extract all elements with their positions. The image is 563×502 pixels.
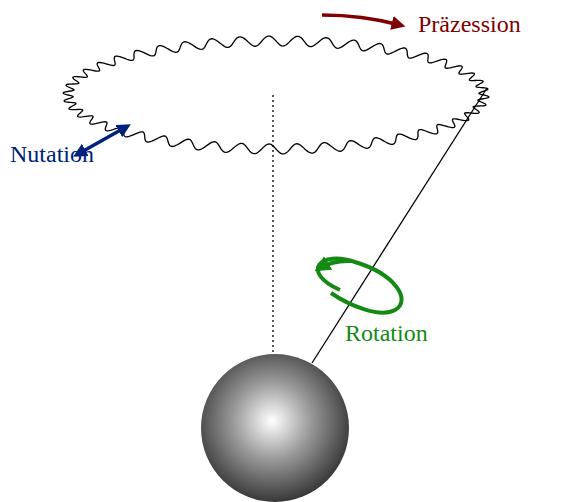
precession-arrow — [322, 15, 400, 25]
rotation-label: Rotation — [345, 321, 428, 345]
nutation-path — [63, 36, 489, 154]
rotation-arrow — [320, 261, 352, 268]
precession-label: Präzession — [418, 12, 521, 36]
rotation-arc — [318, 259, 402, 313]
sphere — [201, 354, 349, 502]
nutation-label: Nutation — [10, 142, 94, 166]
spin-axis — [312, 88, 487, 363]
vertical-axis — [272, 95, 273, 352]
